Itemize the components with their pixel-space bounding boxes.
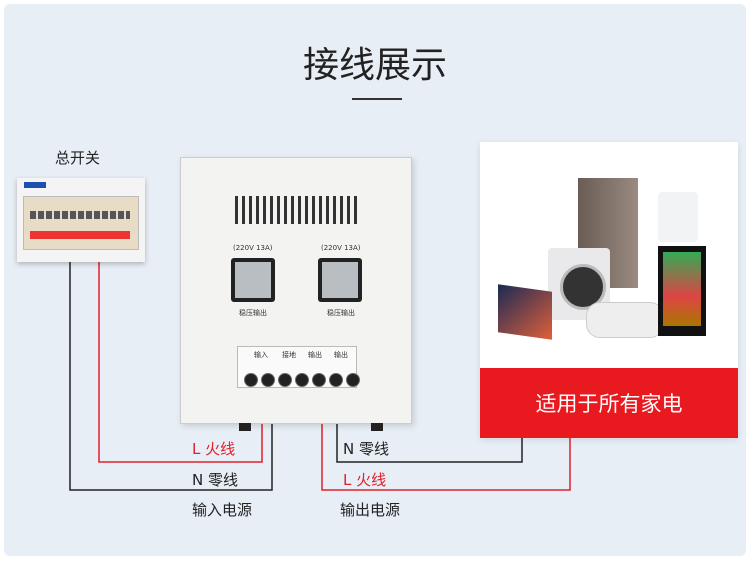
wine-cooler: [658, 246, 706, 336]
terminal-label: 接地: [282, 351, 296, 359]
appliances-image: 适用于所有家电: [480, 142, 738, 438]
output-live-label: L 火线: [343, 471, 387, 489]
voltage-stabilizer: (220V 13A) 稳压输出 (220V 13A) 稳压输出 输入 接地 输出…: [180, 157, 412, 431]
page-title: 接线展示: [302, 45, 447, 86]
socket-rating: (220V 13A): [321, 244, 361, 252]
output-neutral-label: N 零线: [343, 440, 389, 458]
terminal-label: 输入: [254, 351, 268, 359]
socket-label: 稳压输出: [239, 309, 267, 317]
television: [498, 284, 552, 340]
main-switch-panel: [17, 178, 145, 262]
water-heater: [586, 302, 664, 338]
socket-label: 稳压输出: [327, 309, 355, 317]
breaker-window: [23, 196, 139, 250]
vent-grille: [235, 196, 359, 224]
air-purifier: [658, 192, 698, 242]
input-power-caption: 输入电源: [192, 501, 253, 519]
foot: [239, 423, 251, 431]
input-neutral-label: N 零线: [192, 471, 238, 489]
input-live-label: L 火线: [192, 440, 236, 458]
terminal-label: 输出: [308, 351, 322, 359]
foot: [371, 423, 383, 431]
terminal-block: 输入 接地 输出 输出: [237, 346, 360, 388]
brand-badge: [24, 182, 46, 188]
main-switch-label: 总开关: [55, 149, 101, 167]
appliances-banner: 适用于所有家电: [480, 368, 738, 438]
input-neutral-wire: [69, 262, 273, 491]
output-live-wire: [321, 385, 571, 491]
terminal-screws: [244, 373, 360, 387]
terminal-label: 输出: [334, 351, 348, 359]
title-underline: [352, 98, 402, 100]
output-socket: [318, 258, 362, 302]
socket-rating: (220V 13A): [233, 244, 273, 252]
output-socket: [231, 258, 275, 302]
output-power-caption: 输出电源: [340, 501, 401, 519]
